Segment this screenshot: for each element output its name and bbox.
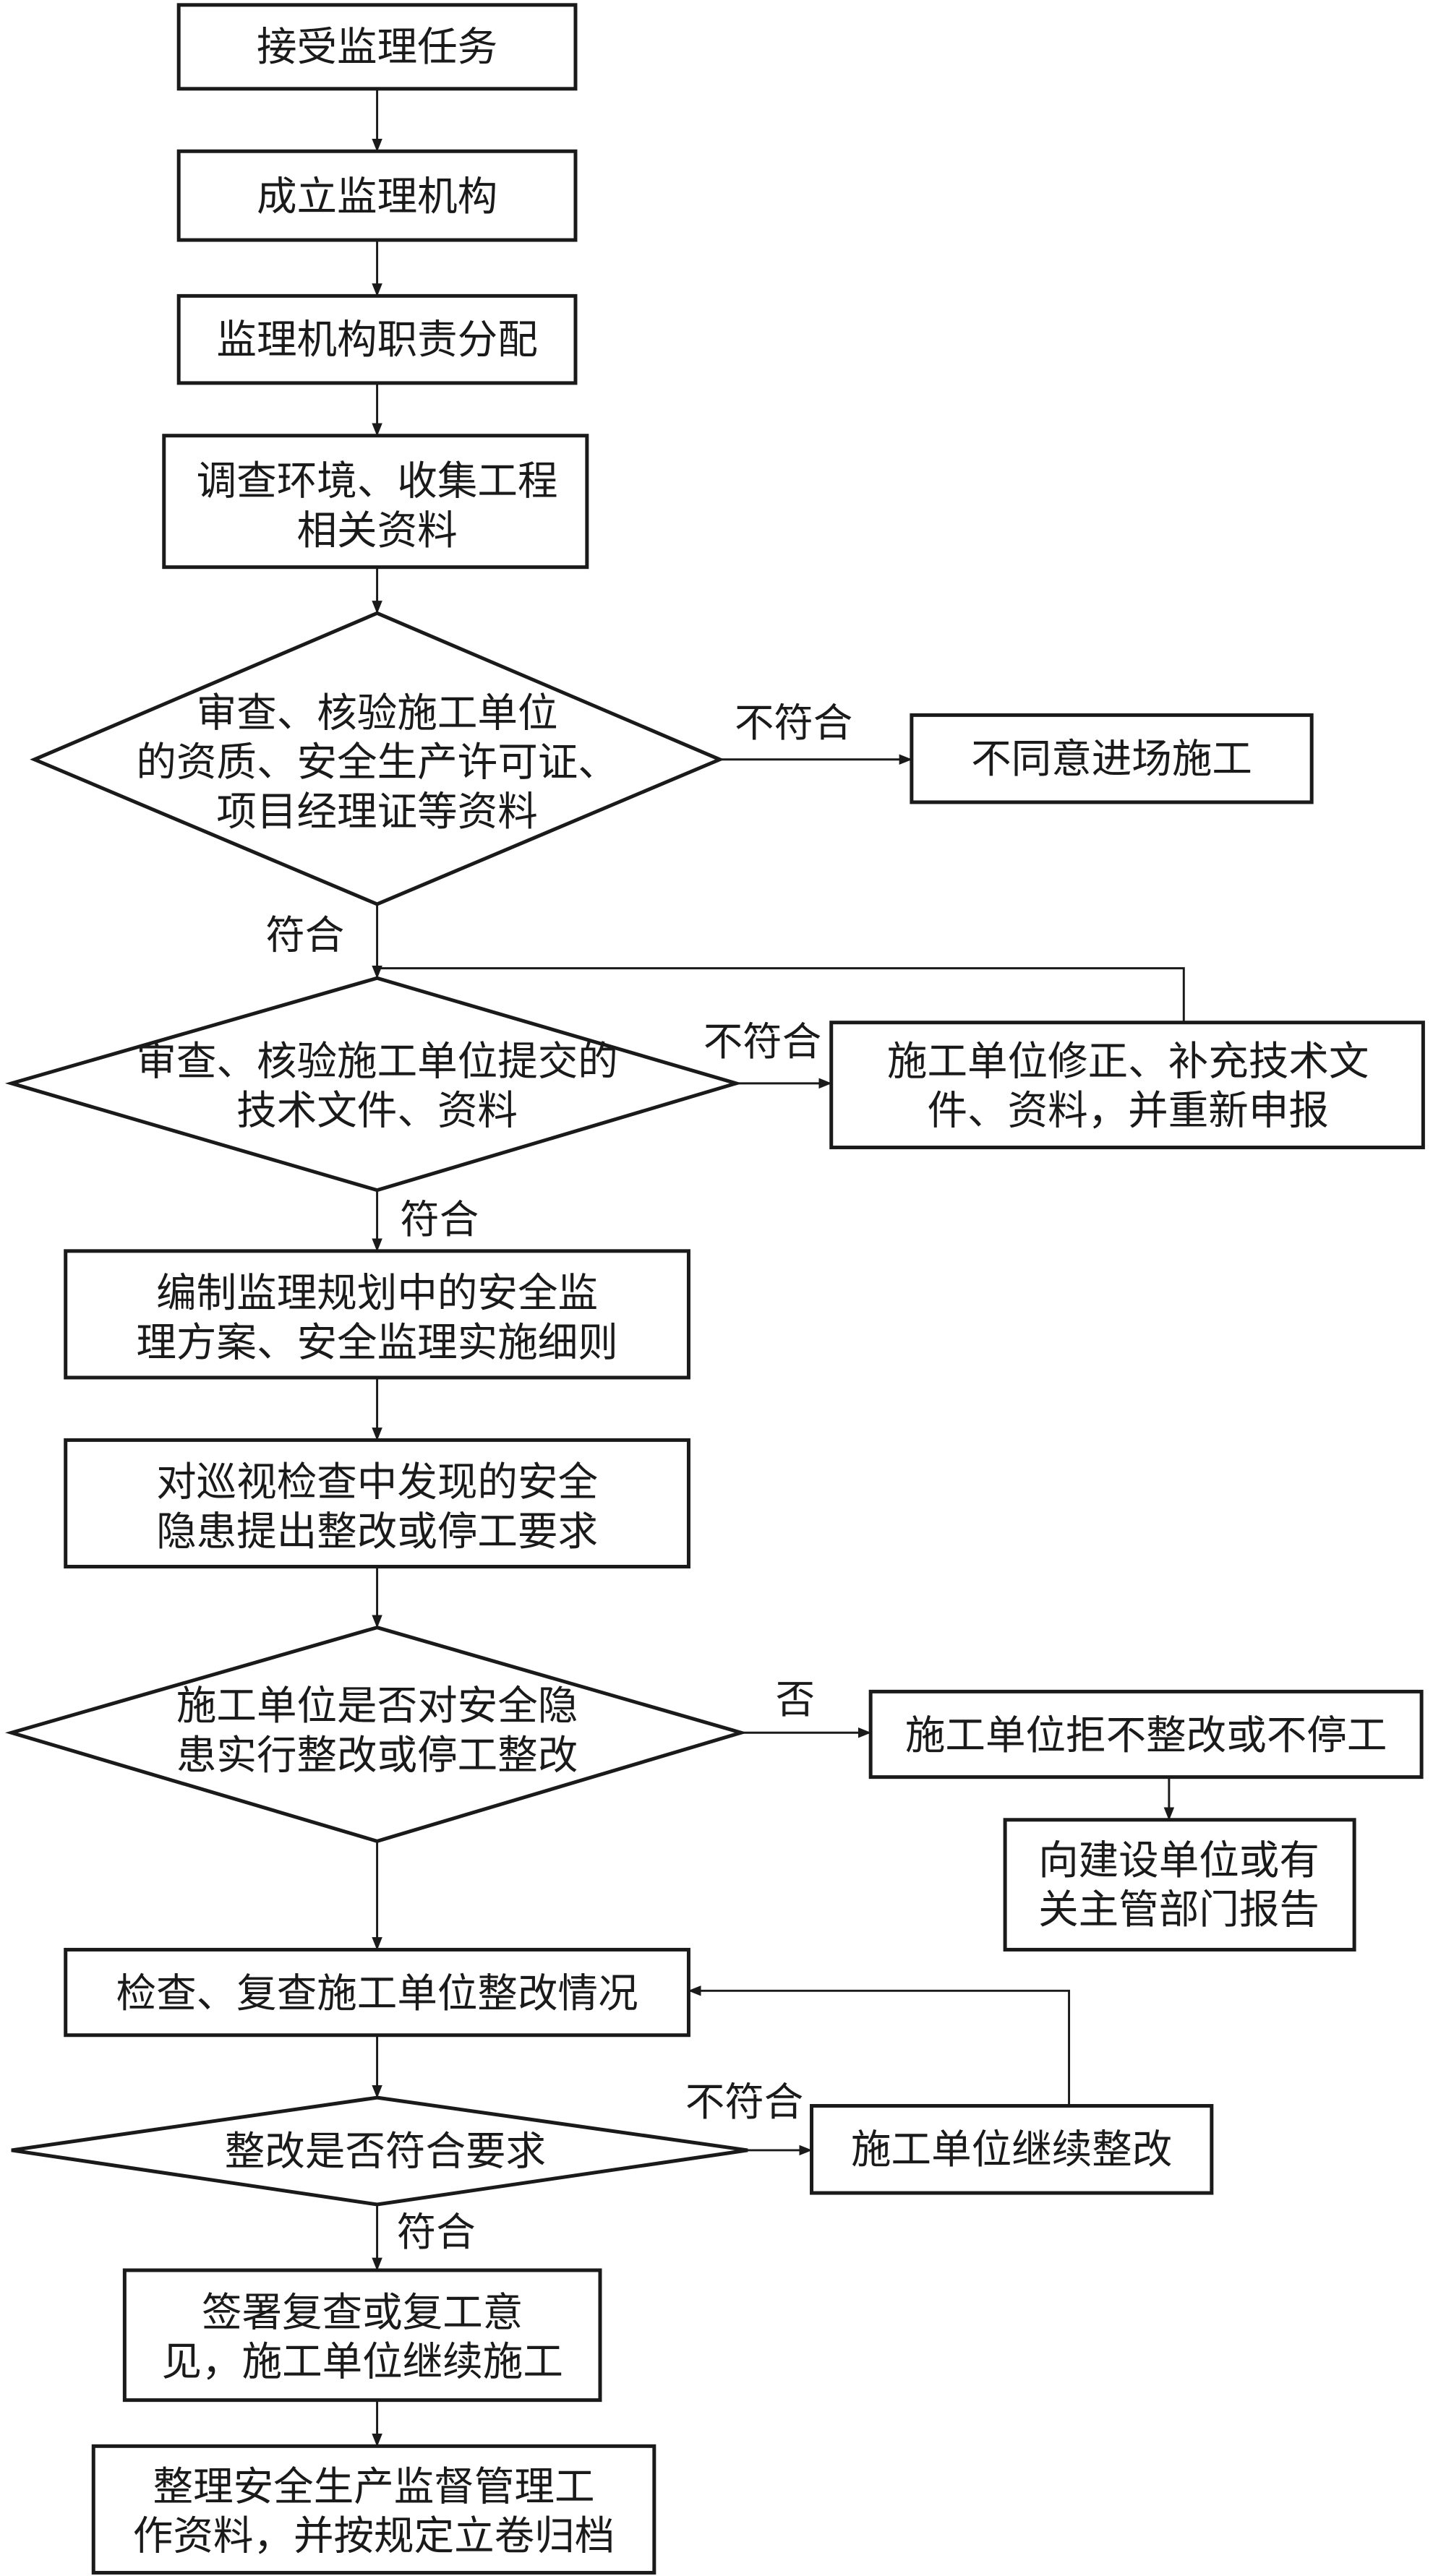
node-assign-duties-box (176, 293, 578, 385)
node-recheck-text: 检查、复查施工单位整改情况 (116, 1970, 638, 2017)
edge-label-conform-2: 符合 (400, 1196, 479, 1242)
decision-conform (11, 2095, 748, 2207)
connectors (372, 88, 1185, 2447)
node-archive-text-2: 作资料，并按规定立卷归档 (133, 2513, 615, 2560)
node-sign-text-2: 见，施工单位继续施工 (161, 2338, 562, 2385)
decision-check-tech-docs-text-1: 审查、核验施工单位提交的 (136, 1038, 618, 1085)
decision-rectify (4, 1626, 748, 1843)
edge-label-conform-3: 符合 (397, 2209, 476, 2255)
node-survey-text-1: 调查环境、收集工程 (197, 458, 558, 505)
node-report-text-2: 关主管部门报告 (1038, 1886, 1319, 1933)
decision-rectify-text-1: 施工单位是否对安全隐 (176, 1683, 578, 1730)
loop-revise-to-tech (377, 967, 1185, 1023)
node-revise-text-2: 件、资料，并重新申报 (927, 1088, 1328, 1135)
node-accept-task-box (176, 3, 578, 91)
node-patrol-box (64, 1438, 690, 1569)
node-continue-rect-box (810, 2104, 1214, 2195)
node-refuse-text: 施工单位拒不整改或不停工 (905, 1712, 1387, 1759)
node-establish-org-text: 成立监理机构 (257, 173, 497, 220)
node-revise-box (829, 1021, 1425, 1150)
node-archive-box (91, 2444, 656, 2575)
node-patrol-text-2: 隐患提出整改或停工要求 (156, 1508, 598, 1555)
edge-label-nonconform-1: 不符合 (735, 700, 852, 746)
node-revise-text-1: 施工单位修正、补充技术文 (887, 1038, 1369, 1085)
edge-label-no: 否 (776, 1676, 815, 1722)
edge-label-conform-1: 符合 (265, 911, 344, 958)
node-reject-entry-text: 不同意进场施工 (971, 736, 1252, 783)
decision-check-tech-docs-text-2: 技术文件、资料 (236, 1088, 518, 1135)
node-plan-text-1: 编制监理规划中的安全监 (156, 1270, 598, 1317)
node-accept-task-text: 接受监理任务 (257, 24, 497, 71)
decision-check-qualifications (30, 611, 724, 906)
node-refuse-box (868, 1689, 1424, 1779)
node-archive-text-1: 整理安全生产监督管理工 (153, 2463, 595, 2510)
node-survey-box (162, 434, 589, 570)
edge-label-nonconform-3: 不符合 (685, 2079, 803, 2125)
decision-check-tech-docs (4, 976, 743, 1193)
decision-check-qualifications-text-2: 的资质、安全生产许可证、 (136, 739, 618, 786)
node-reject-entry-box (910, 713, 1314, 804)
decision-conform-text: 整改是否符合要求 (225, 2128, 546, 2175)
node-continue-rect-text: 施工单位继续整改 (851, 2126, 1172, 2173)
node-assign-duties-text: 监理机构职责分配 (216, 317, 537, 364)
node-plan-box (64, 1249, 690, 1380)
decision-rectify-text-2: 患实行整改或停工整改 (176, 1732, 578, 1779)
loop-continue-to-recheck (688, 1985, 1071, 2106)
node-sign-text-1: 签署复查或复工意 (202, 2289, 523, 2336)
node-plan-text-2: 理方案、安全监理实施细则 (136, 1319, 618, 1366)
node-report-box (1003, 1818, 1356, 1952)
node-sign-box (122, 2268, 602, 2403)
node-patrol-text-1: 对巡视检查中发现的安全 (156, 1459, 598, 1506)
node-report-text-1: 向建设单位或有 (1038, 1837, 1319, 1884)
node-survey-text-2: 相关资料 (296, 507, 457, 554)
decision-check-qualifications-text-1: 审查、核验施工单位 (197, 690, 558, 737)
edge-label-nonconform-2: 不符合 (703, 1018, 821, 1065)
node-establish-org-box (176, 149, 578, 242)
node-recheck-box (64, 1947, 690, 2038)
decision-check-qualifications-text-3: 项目经理证等资料 (216, 789, 537, 836)
